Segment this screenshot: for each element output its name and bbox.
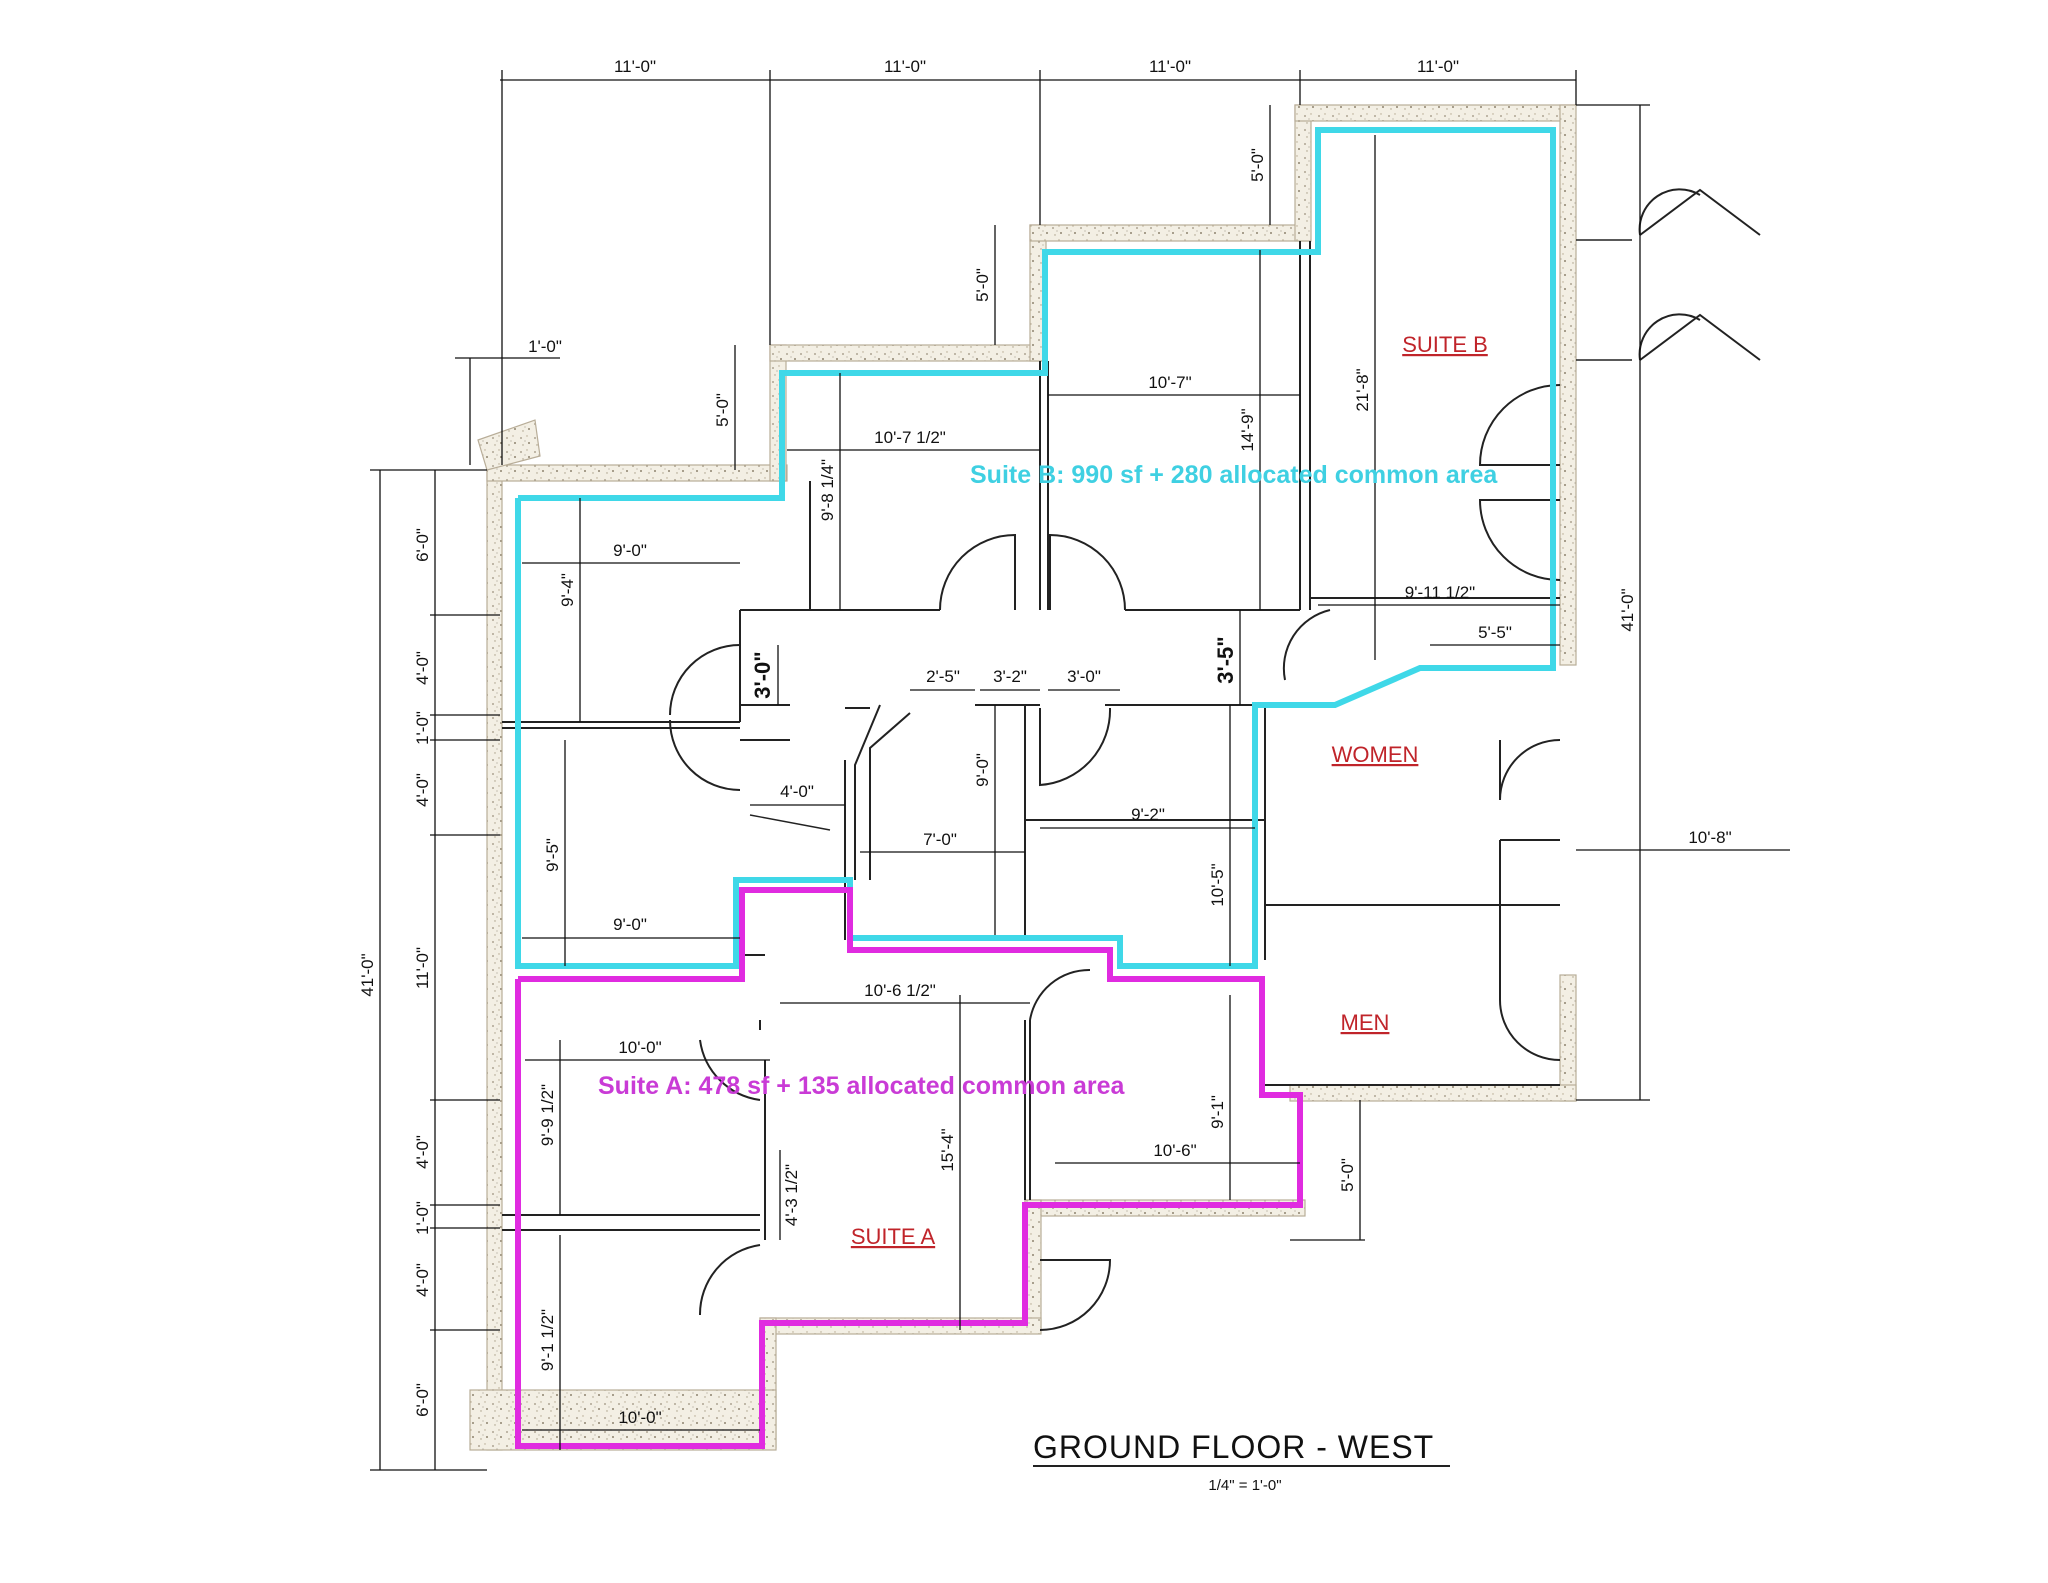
dim-9-4: 9'-4" [558, 573, 577, 607]
wall-step-4 [1294, 104, 1576, 122]
dim-top-1: 11'-0" [614, 57, 656, 76]
suite-b-outline [515, 127, 1556, 969]
dim-10-7: 10'-7" [1148, 373, 1191, 392]
dimension-labels: 11'-0" 11'-0" 11'-0" 11'-0" 1'-0" 5'-0" … [358, 57, 1732, 1427]
doors [669, 188, 1761, 1331]
dim-10-8: 10'-8" [1688, 828, 1731, 847]
dim-top-4: 11'-0" [1417, 57, 1459, 76]
wall-step-2 [769, 344, 1046, 362]
dim-9-8-25: 9'-8 1/4" [818, 459, 837, 521]
room-label-women: WOMEN [1332, 742, 1419, 767]
drawing-scale: 1/4" = 1'-0" [1208, 1477, 1281, 1494]
dim-left-6-0-bot: 6'-0" [413, 1383, 432, 1417]
dim-9-1: 9'-1" [1208, 1095, 1227, 1129]
dim-10-0-bot: 10'-0" [618, 1408, 661, 1427]
dim-2-5: 2'-5" [926, 667, 960, 686]
dim-rise-3: 5'-0" [1248, 148, 1267, 182]
dim-5-5: 5'-5" [1478, 623, 1512, 642]
dim-3-0: 3'-0" [750, 651, 775, 698]
dim-10-6-5: 10'-6 1/2" [864, 981, 936, 1000]
dim-rise-2: 5'-0" [973, 268, 992, 302]
dim-9-2: 9'-2" [1131, 805, 1165, 824]
wall-corner-piece [477, 419, 541, 471]
dim-left-6-0-top: 6'-0" [413, 528, 432, 562]
dim-3-2: 3'-2" [993, 667, 1027, 686]
dim-10-0-top: 10'-0" [618, 1038, 661, 1057]
dim-3-5: 3'-5" [1213, 636, 1238, 683]
dim-9-0-v: 9'-0" [973, 753, 992, 787]
dim-top-2: 11'-0" [884, 57, 926, 76]
room-label-men: MEN [1341, 1010, 1390, 1035]
dim-10-5: 10'-5" [1208, 863, 1227, 906]
dim-left-4-0-d: 4'-0" [413, 1263, 432, 1297]
drawing-title: GROUND FLOOR - WEST [1033, 1429, 1434, 1465]
dim-10-6: 10'-6" [1153, 1141, 1196, 1160]
dimension-lines [370, 70, 1790, 1471]
dim-top-3: 11'-0" [1149, 57, 1191, 76]
suite-b-note: Suite B: 990 sf + 280 allocated common a… [970, 461, 1498, 489]
dim-21-8: 21'-8" [1353, 368, 1372, 411]
dim-4-0: 4'-0" [780, 782, 814, 801]
dim-9-9-5: 9'-9 1/2" [538, 1084, 557, 1146]
wall-south-right [1289, 1084, 1577, 1102]
wall-step-3-side [1294, 104, 1312, 242]
dim-15-4: 15'-4" [938, 1128, 957, 1171]
suite-a-outline [515, 887, 1303, 1449]
dim-41-0-right: 41'-0" [1618, 588, 1637, 631]
suite-a-note: Suite A: 478 sf + 135 allocated common a… [598, 1072, 1125, 1100]
dim-left-4-0-a: 4'-0" [413, 651, 432, 685]
dim-9-1-5: 9'-1 1/2" [538, 1309, 557, 1371]
dim-left-1-0-b: 1'-0" [413, 1201, 432, 1235]
dim-left-1-0-a: 1'-0" [413, 711, 432, 745]
dim-7-0: 7'-0" [923, 830, 957, 849]
dim-5-0-right: 5'-0" [1338, 1158, 1357, 1192]
dim-step-1: 1'-0" [528, 337, 562, 356]
wall-east-lower [1559, 974, 1577, 1102]
dim-rise-1: 5'-0" [713, 393, 732, 427]
wall-step-3 [1029, 224, 1311, 242]
wall-west [486, 469, 503, 1451]
dim-9-0-top: 9'-0" [613, 541, 647, 560]
dim-left-41-0: 41'-0" [358, 953, 377, 996]
dim-4-3-5: 4'-3 1/2" [782, 1164, 801, 1226]
dim-9-0-bot: 9'-0" [613, 915, 647, 934]
wall-east [1559, 104, 1577, 666]
dim-left-4-0-b: 4'-0" [413, 773, 432, 807]
dim-9-5: 9'-5" [543, 838, 562, 872]
room-label-suite-a: SUITE A [851, 1224, 936, 1249]
wall-step-1 [486, 464, 788, 482]
dim-left-11-0: 11'-0" [413, 947, 432, 989]
dim-3-0b: 3'-0" [1067, 667, 1101, 686]
dim-10-7-5: 10'-7 1/2" [874, 428, 946, 447]
dim-14-9: 14'-9" [1238, 408, 1257, 451]
dim-left-4-0-c: 4'-0" [413, 1135, 432, 1169]
room-label-suite-b: SUITE B [1402, 332, 1488, 357]
dim-9-11-5: 9'-11 1/2" [1405, 583, 1475, 602]
